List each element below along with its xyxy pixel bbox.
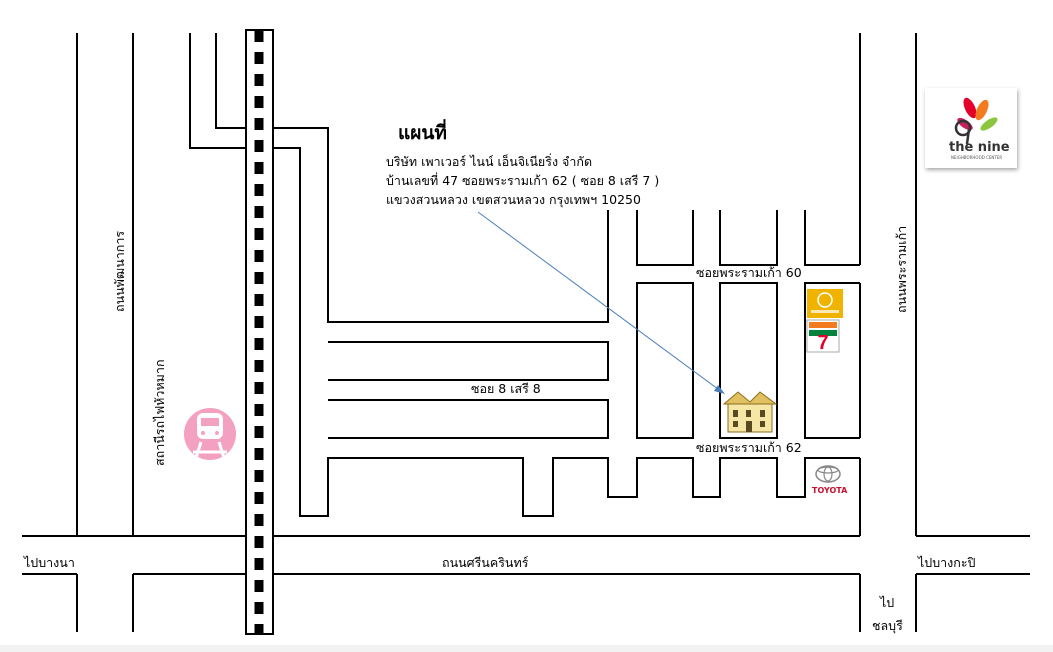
toyota-label: TOYOTA [812, 486, 848, 495]
srinakarin-road-label: ถนนศรีนครินทร์ [442, 555, 529, 570]
map-title: แผนที่ [398, 122, 447, 144]
address-line-1: บ้านเลขที่ 47 ซอยพระรามเก้า 62 ( ซอย 8 เ… [386, 173, 660, 188]
seven-eleven-icon: 7 [806, 319, 840, 354]
to-bangna-label: ไปบางนา [24, 555, 75, 570]
company-building-icon [722, 391, 778, 433]
to-chonburi-label-2: ชลบุรี [872, 618, 903, 633]
bottom-strip [0, 645, 1053, 652]
to-bangkapi-label: ไปบางกะปิ [918, 555, 976, 570]
address-line-2: แขวงสวนหลวง เขตสวนหลวง กรุงเทพฯ 10250 [386, 192, 641, 207]
company-address: บริษัท เพาเวอร์ ไนน์ เอ็นจิเนียริ่ง จำกั… [386, 152, 659, 209]
train-station-label: สถานีรถไฟหัวหมาก [152, 359, 167, 466]
rama9-road-label: ถนนพระรามเก้า [894, 225, 909, 313]
soi-seri8-label: ซอย 8 เสรี 8 [471, 381, 541, 396]
location-arrow [477, 211, 723, 393]
to-chonburi-label-1: ไป [880, 595, 895, 610]
soi-rama9-60-label: ซอยพระรามเก้า 60 [696, 265, 802, 280]
the-nine-logo-text: the nine [949, 140, 1010, 155]
railway [245, 29, 274, 635]
train-station-icon [184, 408, 236, 460]
company-name-line: บริษัท เพาเวอร์ ไนน์ เอ็นจิเนียริ่ง จำกั… [386, 154, 593, 169]
the-nine-logo-mark [954, 97, 998, 145]
svg-text:7: 7 [817, 332, 828, 354]
soi-rama9-62-label: ซอยพระรามเก้า 62 [696, 440, 802, 455]
pattanakarn-road-label: ถนนพัฒนาการ [112, 230, 127, 312]
krungsri-bank-icon [807, 289, 843, 318]
toyota-logo-icon [815, 465, 841, 483]
the-nine-logo-subtext: NEIGHBORHOOD CENTER [951, 155, 1003, 160]
